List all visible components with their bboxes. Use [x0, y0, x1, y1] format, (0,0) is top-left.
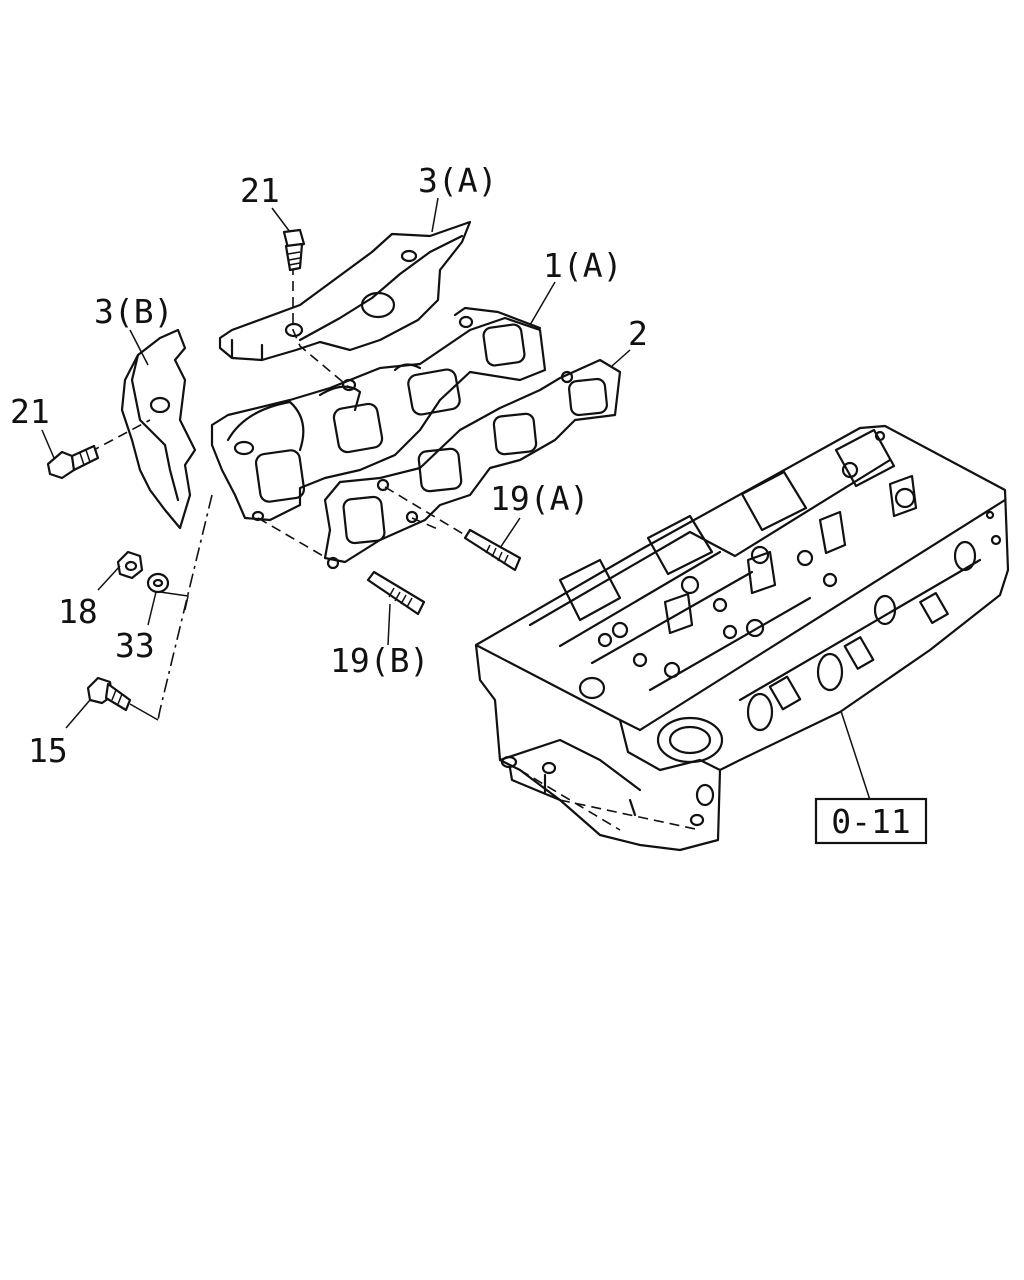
callout-3a: 3(A): [418, 161, 497, 200]
callout-19b: 19(B): [330, 641, 429, 680]
callout-19a: 19(A): [490, 479, 589, 518]
stud-19b: [366, 570, 426, 616]
reference-box: 0-11: [814, 797, 928, 845]
callout-2: 2: [628, 314, 648, 353]
exhaust-manifold: [210, 306, 547, 522]
cylinder-head: [474, 424, 1010, 852]
manifold-gasket: [323, 358, 622, 570]
assembly-lines: [89, 265, 471, 721]
callout-labels: 21 3(A) 1(A) 2 3(B) 21 19(A) 18 33 19(B)…: [10, 161, 648, 770]
leader-lines: [41, 197, 871, 801]
callout-21-top: 21: [240, 171, 280, 210]
washer-33: [146, 572, 170, 594]
callout-21-left: 21: [10, 392, 50, 431]
callout-33: 33: [115, 626, 155, 665]
nut-18: [116, 550, 144, 580]
bolt-15: [86, 676, 132, 712]
callout-15: 15: [28, 731, 68, 770]
callout-1a: 1(A): [543, 246, 622, 285]
bolt-21-left: [46, 444, 100, 480]
callout-18: 18: [58, 592, 98, 631]
bolt-21-top: [282, 228, 306, 272]
stud-19a: [463, 528, 522, 572]
heat-shield-upper: [218, 220, 472, 362]
reference-label: 0-11: [831, 802, 910, 841]
heat-shield-side: [120, 328, 197, 530]
callout-3b: 3(B): [94, 292, 173, 331]
